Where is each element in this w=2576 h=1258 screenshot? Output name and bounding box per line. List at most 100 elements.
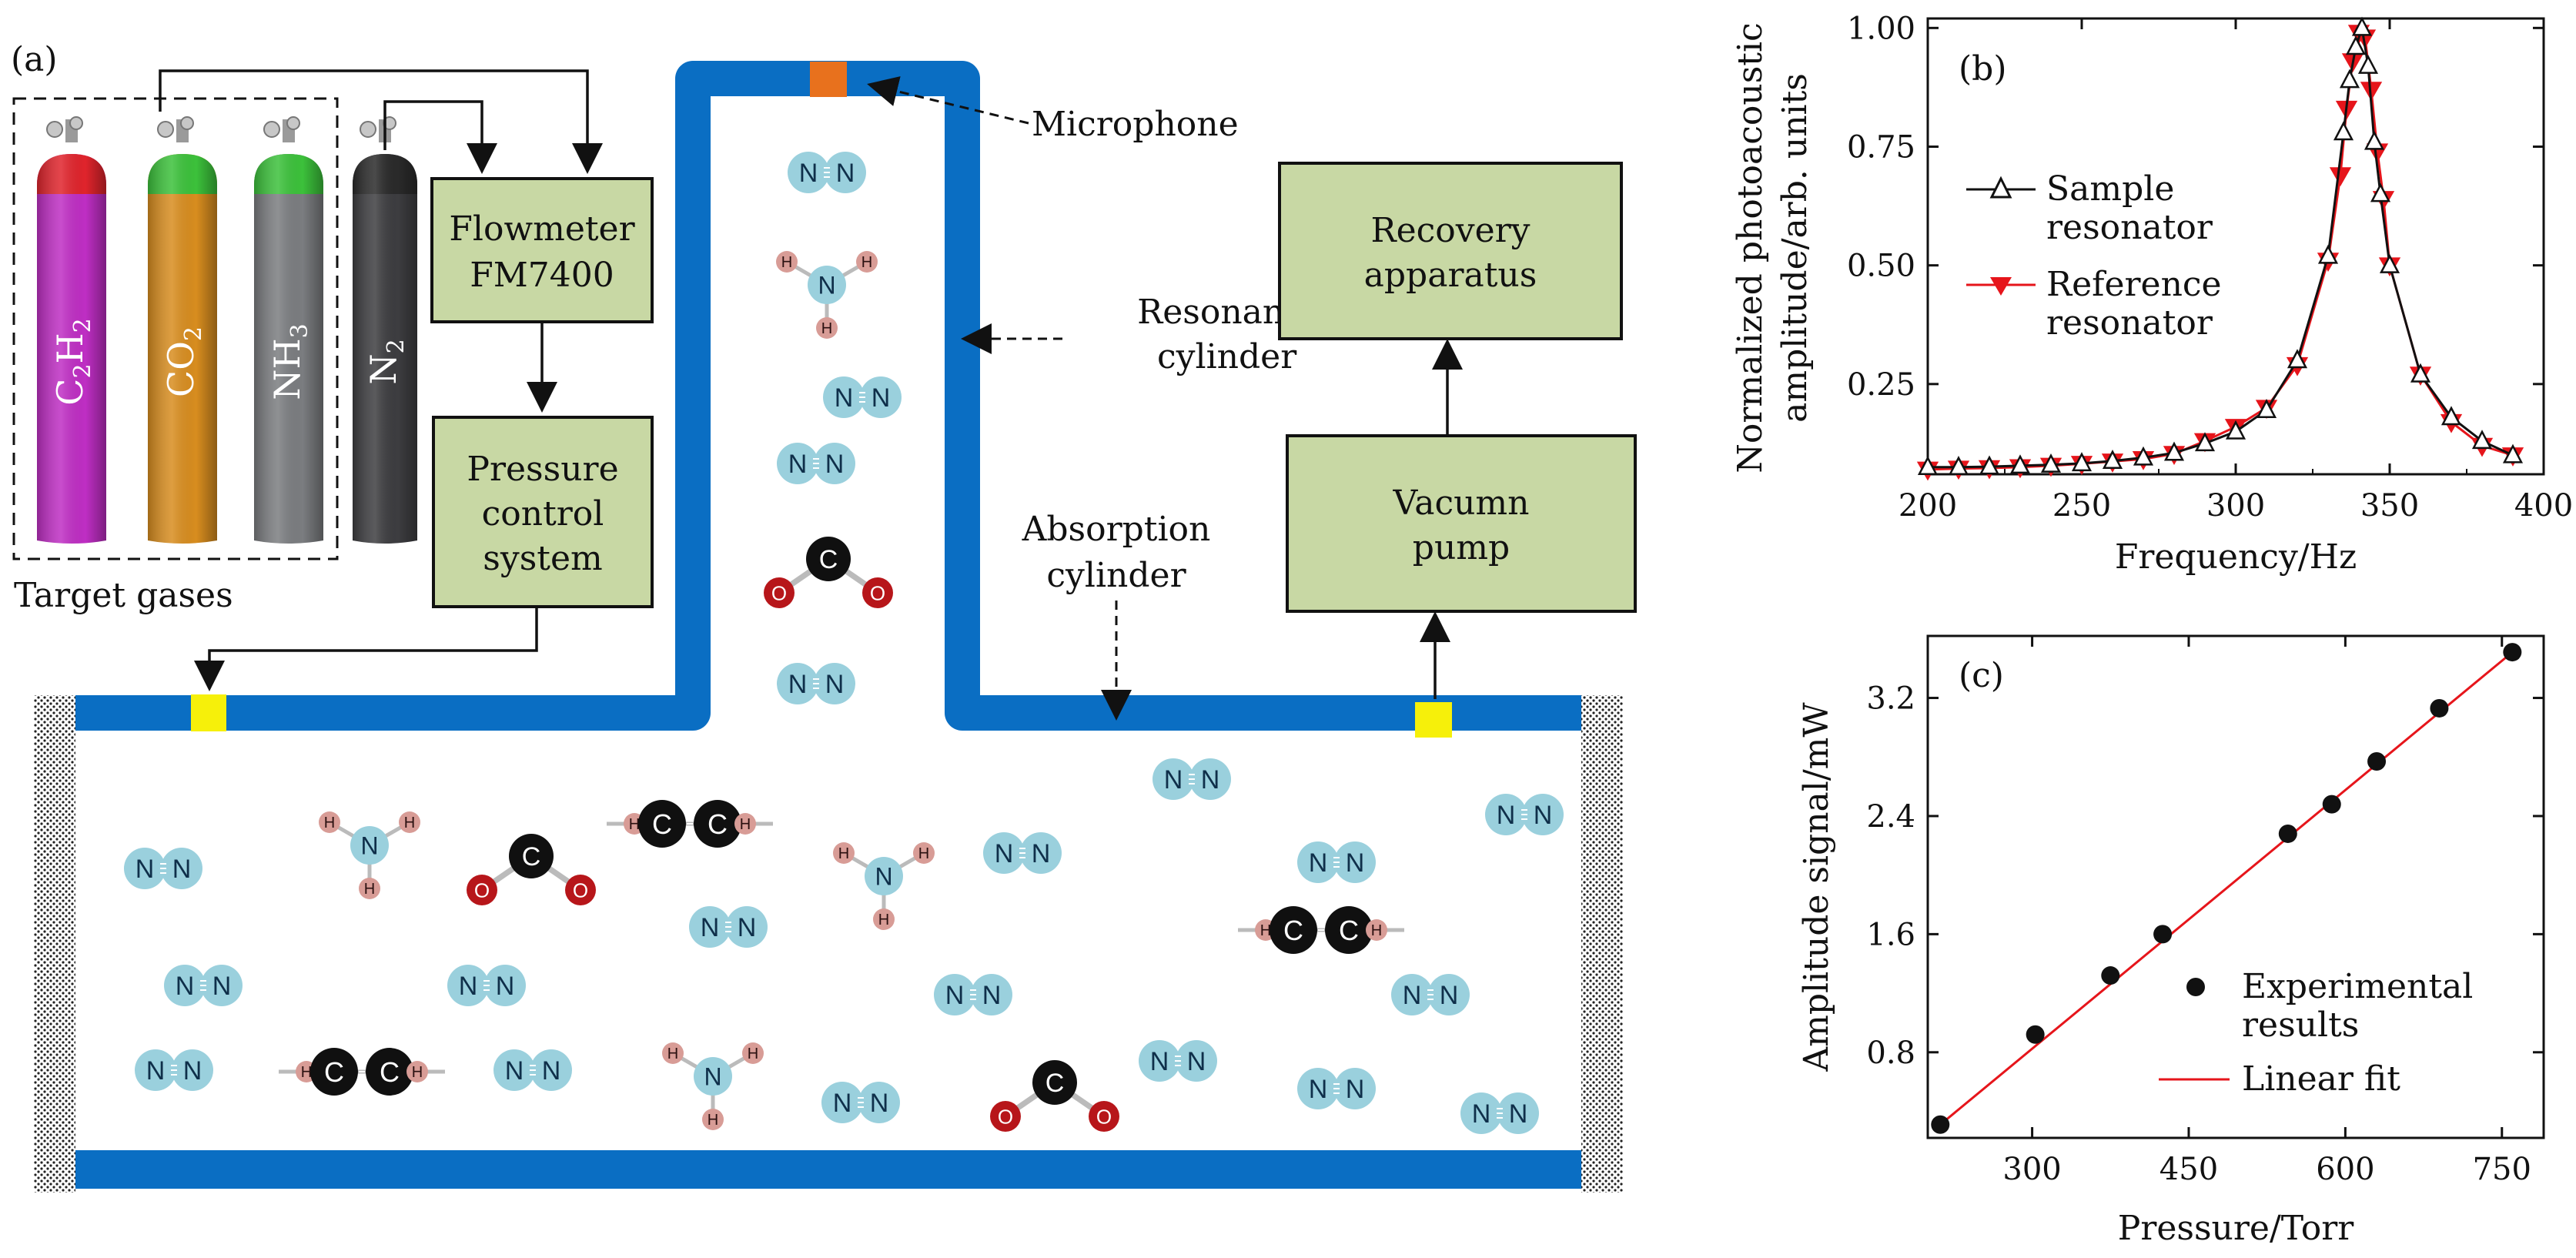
atom-symbol: H [629,816,640,833]
atom [530,1049,572,1091]
atom [694,800,741,848]
y-tick-label: 0.8 [1866,1036,1915,1071]
microphone-block [810,62,847,97]
plot-c-xlabel: Pressure/Torr [2118,1209,2355,1248]
legend-sample-1: Sample [2046,169,2174,209]
cylinder-shade [254,154,323,544]
data-point [2009,454,2031,474]
atom-symbol: N [1403,981,1422,1010]
data-point [2367,752,2387,771]
data-point [2379,253,2400,273]
atom [856,251,878,273]
atom-symbol: O [573,878,588,902]
atom-symbol: H [364,881,375,898]
left-end-cap [34,695,75,1193]
atom [161,848,202,889]
valve-knob [157,121,174,138]
atom [1270,906,1317,954]
x-tick-label: 600 [2316,1152,2374,1187]
cylinder-shade [353,154,417,544]
data-point [2026,1025,2045,1044]
atom-symbol: N [459,972,478,1001]
atom [823,376,865,418]
valve-knob [383,116,396,130]
atom-symbol: C [708,808,728,840]
absorption-label-1: Absorption [1022,510,1211,549]
atom [638,800,686,848]
atom-symbol: H [404,815,415,831]
atom-symbol: N [836,159,855,188]
atom [1189,758,1231,800]
atom-symbol: N [1472,1099,1491,1129]
atom [742,1042,764,1064]
legend-experimental-1: Experimental [2242,967,2473,1006]
atom-symbol: N [360,832,378,860]
data-point [2040,453,2062,473]
atom-symbol: N [1534,801,1553,830]
valve-knob [286,116,300,130]
legend-reference-2: resonator [2046,303,2213,343]
atom [565,875,596,905]
atom [776,251,798,273]
atom-symbol: N [788,670,808,699]
atom [1391,974,1433,1015]
series-line-reference [1927,30,2514,471]
flowmeter-label-2: FM7400 [470,256,614,295]
cylinder-c2h2: C2H2 [37,116,106,544]
plot-c-ylabel: Amplitude signal/mW [1797,702,1836,1072]
atom-symbol: N [818,272,835,299]
x-tick-label: 200 [1899,488,1957,524]
atom [1089,1101,1119,1132]
atom [1032,1060,1077,1105]
atom [913,842,935,864]
atom-symbol: C [380,1056,400,1088]
atom [858,1082,900,1123]
plot-b-ylabel-1: Normalized photoacoustic [1731,22,1770,473]
atom [1428,974,1470,1015]
plot-c-series [1931,643,2522,1134]
atom [201,965,243,1006]
atom [509,834,554,878]
atom [164,965,206,1006]
legend-experimental-2: results [2242,1005,2359,1045]
x-tick-label: 750 [2473,1152,2531,1187]
atom [694,1057,732,1096]
atom [1497,1092,1539,1134]
cylinder-formula: N2 [363,339,410,384]
pressure-to-inlet-line [194,607,538,691]
data-point [2410,363,2431,383]
atom [1334,1068,1376,1109]
atom [983,832,1025,874]
atom-symbol: C [1045,1069,1065,1098]
atom-symbol: H [324,815,335,831]
data-point [2333,121,2354,141]
nh3-molecule: N H H H [319,811,420,899]
data-point [2357,54,2379,74]
atom-symbol: N [172,855,192,884]
atom [777,663,818,704]
atom-symbol: H [878,912,889,928]
x-tick-label: 350 [2360,488,2419,524]
x-tick-label: 250 [2052,488,2111,524]
atom [1485,794,1527,835]
atom-symbol: N [212,972,232,1001]
atom [734,813,756,835]
recovery-label-1: Recovery [1370,211,1530,250]
data-point [2345,35,2367,55]
atom-symbol: O [474,878,490,902]
outlet-valve [1415,702,1452,738]
atom [825,152,866,193]
cylinder-formula: CO2 [160,326,207,397]
